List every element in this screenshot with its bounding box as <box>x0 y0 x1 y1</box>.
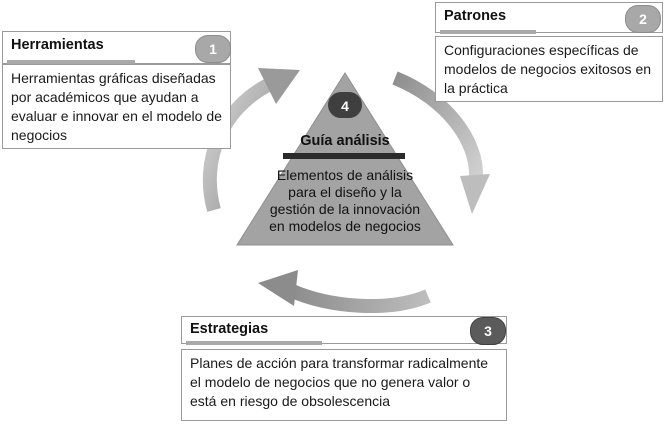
card-estrategias-badge: 3 <box>470 317 506 345</box>
card-herramientas-badge: 1 <box>195 35 231 63</box>
card-herramientas-title: Herramientas <box>11 37 104 53</box>
center-title: Guía análisis <box>300 133 390 149</box>
triangle-divider <box>283 153 405 159</box>
card-patrones-header: Patrones 2 <box>435 2 663 34</box>
card-patrones-body: Configuraciones específicas de modelos d… <box>435 36 663 102</box>
card-estrategias-underline <box>186 341 322 345</box>
card-patrones-underline <box>440 30 536 34</box>
card-patrones-title: Patrones <box>444 8 507 24</box>
card-estrategias-title: Estrategias <box>190 321 269 337</box>
card-herramientas-underline <box>7 60 135 64</box>
cycle-arrow-right-icon <box>392 71 490 214</box>
card-herramientas-body: Herramientas gráficas diseñadas por acad… <box>2 64 231 149</box>
card-estrategias-body: Planes de acción para transformar radica… <box>181 349 507 421</box>
card-patrones-badge: 2 <box>625 5 661 33</box>
center-badge: 4 <box>328 92 362 118</box>
card-estrategias-header: Estrategias 3 <box>181 316 507 345</box>
center-description: Elementos de análisis para el diseño y l… <box>269 167 421 234</box>
card-herramientas-header: Herramientas 1 <box>2 31 231 64</box>
cycle-arrow-bottom-icon <box>258 270 431 313</box>
